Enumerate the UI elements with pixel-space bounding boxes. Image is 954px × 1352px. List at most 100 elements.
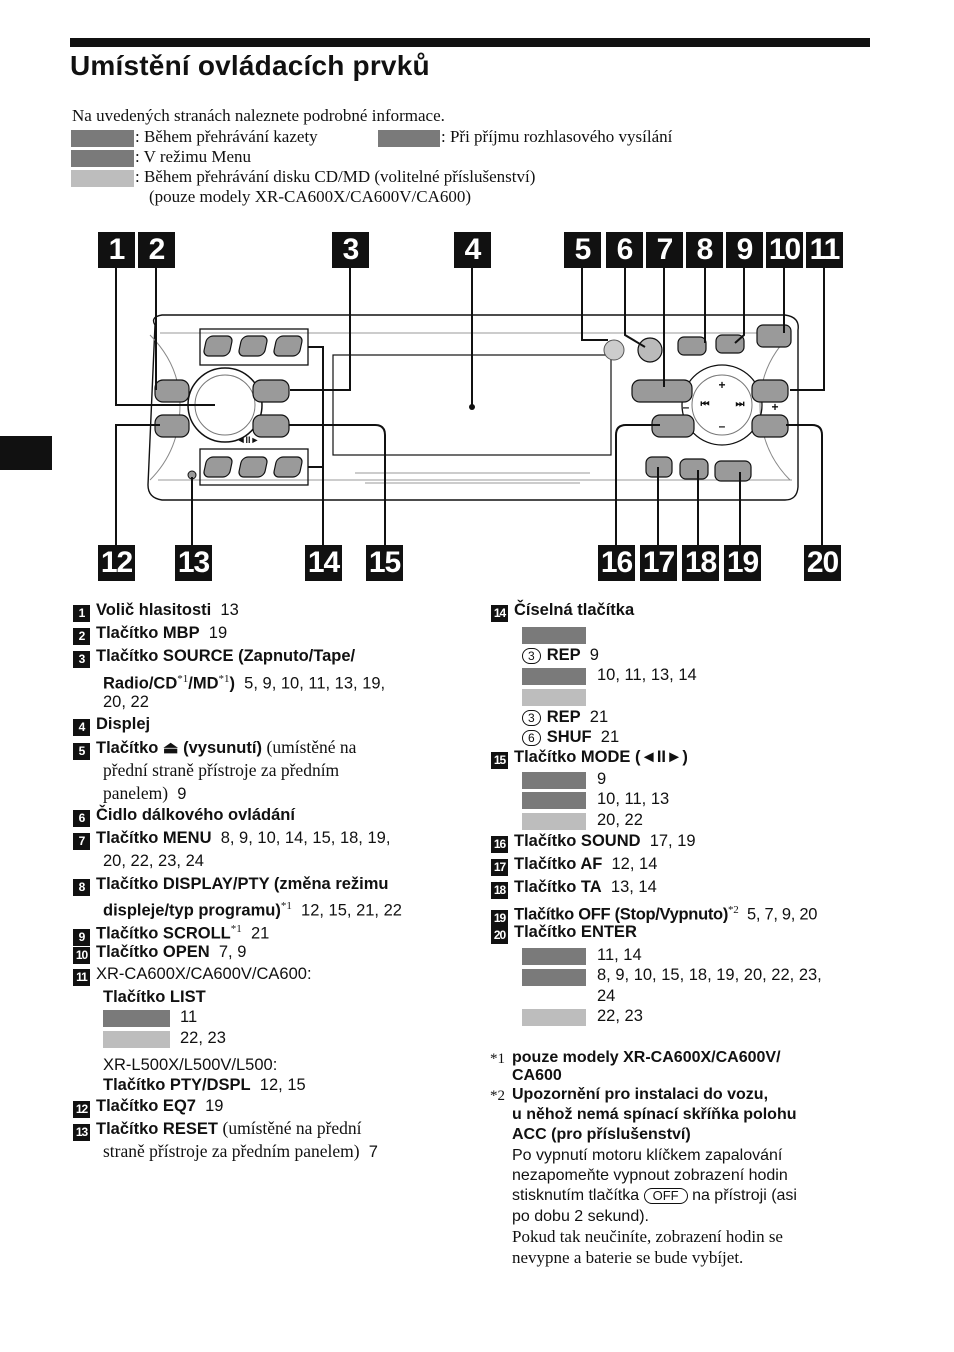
item20-p3: 22, 23 bbox=[597, 1007, 643, 1025]
item20-p2: 8, 9, 10, 15, 18, 19, 20, 22, 23, bbox=[597, 966, 822, 984]
list-item-13-note: straně přístroje za předním panelem) 7 bbox=[103, 1141, 378, 1161]
list-item-3-cont: Radio/CD*1/MD*1) 5, 9, 10, 11, 13, 19, bbox=[103, 673, 386, 693]
swatch-tape bbox=[522, 948, 586, 965]
callout-11: 11 bbox=[806, 232, 843, 268]
footnote-2h: po dobu 2 sekund). bbox=[512, 1208, 649, 1225]
footnote-2c: ACC (pro příslušenství) bbox=[512, 1126, 691, 1143]
footnote-2i: Pokud tak neučiníte, zobrazení hodin se bbox=[512, 1227, 783, 1246]
legend-swatch-radio bbox=[378, 130, 440, 147]
list-item-11-model2: XR-L500X/L500V/L500: bbox=[103, 1056, 278, 1074]
footnote-1-mark: *1 bbox=[490, 1051, 505, 1067]
item20-p1: 11, 14 bbox=[597, 946, 642, 964]
footnote-2-mark: *2 bbox=[490, 1088, 505, 1104]
item20-p2b: 24 bbox=[597, 987, 616, 1005]
callout-18: 18 bbox=[682, 545, 719, 581]
legend-tape: : Během přehrávání kazety bbox=[135, 127, 318, 146]
legend-menu: : V režimu Menu bbox=[135, 147, 251, 166]
callout-1: 1 bbox=[98, 232, 135, 268]
callout-9: 9 bbox=[726, 232, 763, 268]
legend-radio: : Při příjmu rozhlasového vysílání bbox=[441, 127, 673, 146]
callout-20: 20 bbox=[804, 545, 841, 581]
seek-plus-label: + bbox=[771, 400, 778, 414]
list-item-11-name: Tlačítko LIST bbox=[103, 988, 206, 1006]
list-item-3-pages: 20, 22 bbox=[103, 693, 149, 711]
swatch-tape bbox=[522, 627, 586, 644]
callout-3: 3 bbox=[332, 232, 369, 268]
legend-swatch-menu bbox=[71, 150, 134, 167]
callout-13: 13 bbox=[175, 545, 212, 581]
swatch-radio bbox=[522, 668, 586, 685]
swatch-cd bbox=[522, 1009, 586, 1026]
legend-swatch-cd bbox=[71, 170, 134, 187]
callout-15: 15 bbox=[366, 545, 403, 581]
footnote-2j: nevypne a baterie se bude vybíjet. bbox=[512, 1248, 744, 1267]
control-panel-diagram: + – – + ⏮ ⏭ ◄II► bbox=[115, 267, 825, 545]
top-rule bbox=[70, 38, 870, 47]
callout-19: 19 bbox=[724, 545, 761, 581]
list-item-7-pages: 20, 22, 23, 24 bbox=[103, 852, 204, 870]
callout-12: 12 bbox=[98, 545, 135, 581]
callout-17: 17 bbox=[640, 545, 677, 581]
legend-swatch-tape bbox=[71, 130, 134, 147]
section-tab bbox=[0, 436, 52, 470]
swatch-cd bbox=[522, 813, 586, 830]
page-title: Umístění ovládacích prvků bbox=[70, 50, 430, 81]
list-item-5-note2: panelem) 9 bbox=[103, 783, 187, 803]
footnote-2b: u něhož nemá spínací skříňka polohu bbox=[512, 1106, 797, 1123]
list-item-11-pdark: 11 bbox=[180, 1008, 198, 1026]
callout-14: 14 bbox=[305, 545, 342, 581]
prev-icon: ⏮ bbox=[701, 399, 710, 410]
callout-8: 8 bbox=[686, 232, 723, 268]
seek-minus-side: – bbox=[683, 400, 690, 414]
item15-p1: 9 bbox=[597, 770, 607, 788]
seek-minus-label: – bbox=[719, 419, 726, 433]
swatch-cd bbox=[103, 1031, 170, 1048]
legend-cd: : Během přehrávání disku CD/MD (voliteln… bbox=[135, 167, 536, 186]
swatch-radio bbox=[522, 792, 586, 809]
mode-glyph: ◄II► bbox=[237, 435, 260, 445]
callout-6: 6 bbox=[606, 232, 643, 268]
swatch-menu bbox=[103, 1010, 170, 1027]
callout-5: 5 bbox=[564, 232, 601, 268]
swatch-tape bbox=[522, 772, 586, 789]
callout-2: 2 bbox=[138, 232, 175, 268]
callout-4: 4 bbox=[454, 232, 491, 268]
footnote-2f: stisknutím tlačítka OFF na přístroji (as… bbox=[512, 1187, 797, 1204]
list-item-5-note: přední straně přístroje za předním bbox=[103, 760, 340, 780]
off-button-label: OFF bbox=[643, 1188, 688, 1204]
item15-p2: 10, 11, 13 bbox=[597, 790, 670, 808]
footnote-2: Upozornění pro instalaci do vozu, bbox=[512, 1086, 769, 1103]
swatch-menu bbox=[522, 969, 586, 986]
svg-text:+: + bbox=[718, 378, 725, 392]
footnote-2e: nezapomeňte vypnout zobrazení hodin bbox=[512, 1167, 788, 1184]
callout-7: 7 bbox=[646, 232, 683, 268]
callout-10: 10 bbox=[766, 232, 803, 268]
intro-text: Na uvedených stranách naleznete podrobné… bbox=[72, 106, 445, 125]
footnote-1b: CA600 bbox=[512, 1067, 562, 1084]
next-icon: ⏭ bbox=[736, 399, 745, 410]
callout-16: 16 bbox=[598, 545, 635, 581]
list-item-8-cont: displeje/typ programu)*1 12, 15, 21, 22 bbox=[103, 900, 402, 920]
footnote-1: pouze modely XR-CA600X/CA600V/ bbox=[512, 1049, 781, 1066]
